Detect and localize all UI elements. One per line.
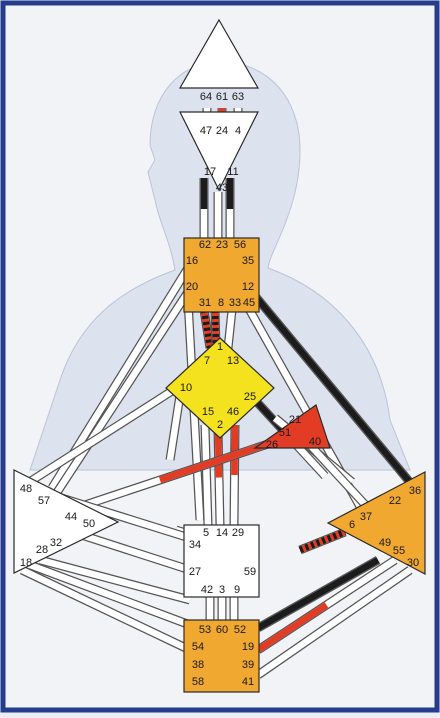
gate-throat-4: 35 bbox=[242, 255, 254, 267]
gate-root-8: 41 bbox=[242, 676, 254, 688]
gate-sacral-0: 5 bbox=[203, 527, 209, 539]
channel-18-58[interactable] bbox=[20, 565, 192, 655]
root-center[interactable] bbox=[183, 619, 260, 693]
gate-throat-2: 56 bbox=[234, 239, 246, 251]
channel-59-6[interactable] bbox=[298, 527, 347, 555]
gate-ajna-3: 17 bbox=[204, 166, 216, 178]
channel-2-14[interactable] bbox=[213, 429, 225, 526]
gate-solar-plexus-2: 37 bbox=[360, 511, 372, 523]
gate-heart-1: 51 bbox=[279, 427, 291, 439]
gate-throat-9: 33 bbox=[229, 297, 241, 309]
gate-spleen-1: 57 bbox=[38, 495, 50, 507]
gate-solar-plexus-0: 36 bbox=[409, 485, 421, 497]
channel-28-38[interactable] bbox=[28, 560, 192, 630]
gate-root-2: 52 bbox=[234, 624, 246, 636]
gate-throat-6: 12 bbox=[242, 281, 254, 293]
channel-32-54[interactable] bbox=[38, 555, 192, 605]
channel-15-5[interactable] bbox=[200, 424, 213, 526]
gate-head-0: 64 bbox=[200, 91, 212, 103]
gate-throat-5: 20 bbox=[186, 281, 198, 293]
gate-g-6: 46 bbox=[227, 406, 239, 418]
gate-sacral-3: 34 bbox=[189, 539, 201, 551]
gate-g-0: 1 bbox=[217, 341, 223, 353]
gate-ajna-1: 24 bbox=[216, 125, 228, 137]
gate-g-5: 15 bbox=[202, 406, 214, 418]
gate-ajna-4: 11 bbox=[227, 166, 238, 178]
gate-g-1: 7 bbox=[204, 355, 210, 367]
gate-root-1: 60 bbox=[216, 624, 228, 636]
gate-ajna-0: 47 bbox=[200, 125, 212, 137]
gate-sacral-1: 14 bbox=[216, 527, 228, 539]
gate-root-4: 19 bbox=[242, 641, 254, 653]
gate-spleen-6: 18 bbox=[20, 557, 32, 569]
solar-plexus-center[interactable] bbox=[326, 471, 426, 575]
ajna-center[interactable] bbox=[179, 111, 259, 192]
centers-layer bbox=[13, 18, 426, 693]
gate-root-0: 53 bbox=[199, 624, 211, 636]
gate-sacral-2: 29 bbox=[232, 527, 244, 539]
spleen-center[interactable] bbox=[13, 469, 120, 574]
sacral-center[interactable] bbox=[183, 524, 260, 598]
gate-sacral-8: 9 bbox=[234, 584, 240, 596]
gate-throat-0: 62 bbox=[199, 239, 211, 251]
channel-46-29[interactable] bbox=[229, 424, 240, 526]
throat-center[interactable] bbox=[183, 237, 260, 313]
channel-19-49[interactable] bbox=[255, 556, 381, 632]
gate-head-2: 63 bbox=[232, 91, 244, 103]
gate-heart-3: 40 bbox=[309, 436, 321, 448]
g-center[interactable] bbox=[165, 337, 275, 439]
channel-31-7[interactable] bbox=[199, 309, 215, 349]
gate-spleen-5: 28 bbox=[36, 544, 48, 556]
channel-20-57[interactable] bbox=[48, 289, 192, 503]
gate-ajna-2: 4 bbox=[235, 125, 241, 137]
gate-heart-2: 26 bbox=[266, 439, 278, 451]
channel-33-13[interactable] bbox=[223, 309, 237, 349]
heart-center[interactable] bbox=[253, 404, 331, 449]
gate-g-2: 13 bbox=[227, 355, 239, 367]
gate-spleen-0: 48 bbox=[20, 483, 32, 495]
channel-40-37[interactable] bbox=[306, 441, 374, 514]
gate-root-3: 54 bbox=[192, 641, 204, 653]
gate-g-3: 10 bbox=[180, 382, 192, 394]
gate-throat-7: 31 bbox=[199, 297, 211, 309]
gate-g-4: 25 bbox=[244, 391, 256, 403]
gate-throat-1: 23 bbox=[216, 239, 228, 251]
gate-spleen-2: 44 bbox=[65, 511, 77, 523]
gate-sacral-5: 59 bbox=[244, 566, 256, 578]
gate-solar-plexus-1: 22 bbox=[389, 495, 401, 507]
gate-root-6: 39 bbox=[242, 659, 254, 671]
gate-solar-plexus-4: 49 bbox=[379, 537, 391, 549]
gate-root-5: 38 bbox=[192, 659, 204, 671]
gate-head-1: 61 bbox=[216, 91, 228, 103]
channel-35-36[interactable] bbox=[242, 282, 422, 495]
gate-g-7: 2 bbox=[217, 419, 223, 431]
gate-sacral-7: 3 bbox=[219, 584, 225, 596]
gate-ajna-5: 43 bbox=[216, 182, 228, 194]
channel-39-55[interactable] bbox=[255, 556, 398, 654]
gate-solar-plexus-5: 55 bbox=[393, 545, 405, 557]
gate-sacral-4: 27 bbox=[189, 566, 201, 578]
gate-solar-plexus-6: 30 bbox=[407, 557, 419, 569]
gate-throat-10: 45 bbox=[243, 297, 255, 309]
head-center[interactable] bbox=[178, 18, 260, 89]
channel-10-57[interactable] bbox=[17, 378, 189, 492]
gate-throat-8: 8 bbox=[218, 297, 224, 309]
gate-spleen-4: 32 bbox=[50, 537, 62, 549]
gate-root-7: 58 bbox=[192, 676, 204, 688]
channel-41-30[interactable] bbox=[255, 566, 413, 679]
gate-throat-3: 16 bbox=[186, 255, 198, 267]
gate-spleen-3: 50 bbox=[83, 518, 95, 530]
gate-heart-0: 21 bbox=[289, 414, 301, 426]
gate-solar-plexus-3: 6 bbox=[349, 519, 355, 531]
gate-sacral-6: 42 bbox=[201, 584, 213, 596]
